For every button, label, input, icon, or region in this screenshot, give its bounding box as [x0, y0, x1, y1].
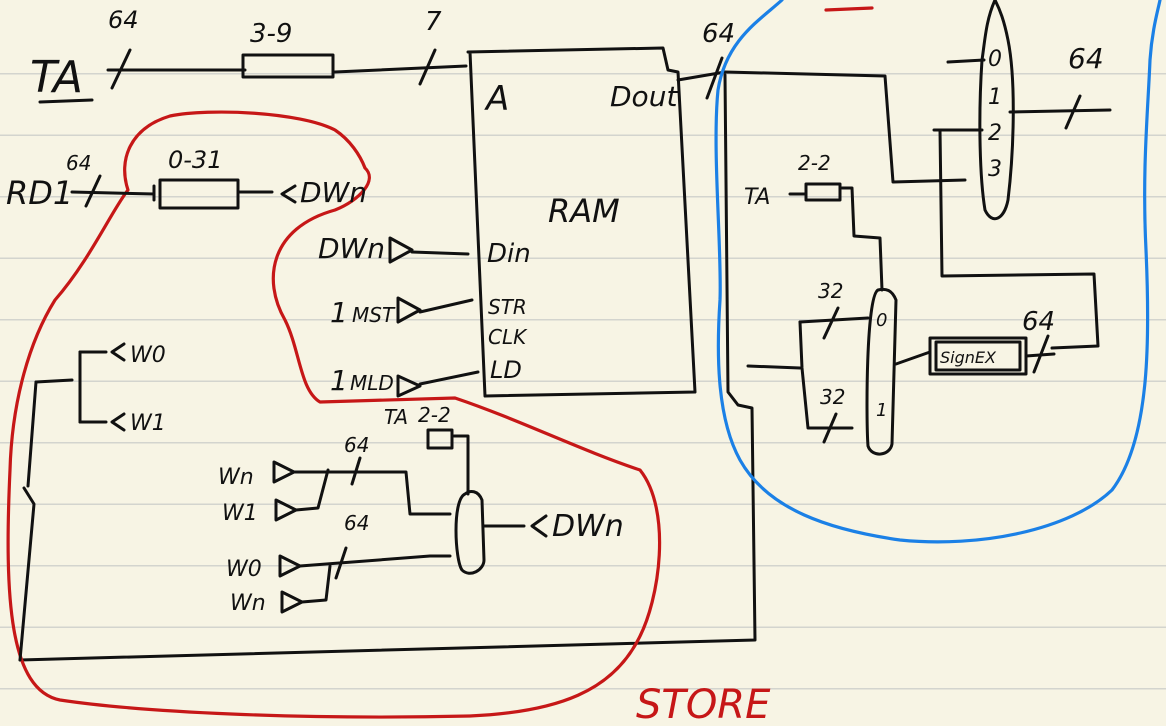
dwn-mux-output: DWn: [552, 509, 624, 544]
rd1-slice: RD1 64 0-31 DWn: [6, 146, 367, 212]
dwn-input-label: DWn: [318, 232, 385, 265]
width-64-upper: 64: [344, 433, 369, 457]
width-64-lower: 64: [344, 511, 369, 535]
mux-input-1: 1: [988, 85, 1002, 110]
input-w0: W0: [226, 557, 262, 582]
sign-extend-path: TA 2-2 0 1 32 32 SignEX 64: [744, 151, 1056, 456]
load-mux: 0 1 2 3 64: [932, 0, 1112, 350]
store-label: STORE: [636, 682, 771, 726]
load-region: [714, 0, 1162, 544]
width-64-dout: 64: [702, 19, 735, 49]
w-outputs: W0 W1: [18, 342, 166, 662]
mux-input-0: 0: [988, 47, 1002, 72]
input-wn-1: Wn: [218, 465, 254, 490]
ram-title: RAM: [548, 192, 620, 230]
ram-address-port: A: [484, 79, 509, 119]
ta-label: TA: [30, 52, 83, 103]
width-64-rd1: 64: [66, 151, 91, 175]
ta-store-label: TA: [384, 405, 408, 429]
load-ta-label: TA: [744, 185, 770, 210]
w1-output-label: W1: [130, 411, 166, 436]
store-region: STORE: [6, 110, 771, 726]
ta-underline: [38, 98, 94, 104]
ram-str-port: STR: [488, 295, 527, 319]
slice-2-2-load: 2-2: [798, 151, 831, 175]
ram-block: A Dout RAM Din STR CLK LD: [466, 46, 697, 398]
dwn-output-label: DWn: [300, 176, 367, 209]
mux-input-3: 3: [988, 157, 1002, 182]
ram-clk-port: CLK: [488, 325, 528, 349]
slice-3-9-label: 3-9: [250, 19, 292, 49]
width-7-label: 7: [425, 7, 442, 37]
input-w1: W1: [222, 501, 258, 526]
address-path: TA 64 3-9 7: [30, 6, 468, 104]
mux-input-2: 2: [988, 121, 1002, 146]
ram-ld-port: LD: [490, 356, 522, 384]
mst-one: 1: [330, 296, 348, 329]
rd1-label: RD1: [6, 174, 73, 212]
w0-output-label: W0: [130, 343, 166, 368]
width-64-signext: 64: [1022, 307, 1055, 337]
mld-one: 1: [330, 364, 348, 397]
ram-din-port: Din: [487, 239, 531, 269]
mld-label: MLD: [350, 371, 394, 395]
width-64-out: 64: [1068, 42, 1104, 75]
dout-bus: 64: [18, 19, 967, 662]
width-32-top: 32: [818, 279, 843, 303]
ram-inputs: DWn 1 MST 1 MLD: [318, 232, 480, 398]
width-64-top: 64: [108, 6, 139, 34]
mux2-input-0: 0: [876, 310, 887, 331]
input-wn-2: Wn: [230, 591, 266, 616]
mux2-input-1: 1: [876, 400, 887, 421]
ram-dout-port: Dout: [610, 80, 678, 113]
width-32-bottom: 32: [820, 385, 845, 409]
mst-label: MST: [352, 303, 396, 327]
sign-extend-label: SignEX: [940, 348, 997, 367]
slice-2-2-store: 2-2: [418, 403, 451, 427]
slice-0-31-label: 0-31: [168, 146, 222, 174]
store-mux: TA 2-2 64 64 Wn W1 W0 Wn DWn: [218, 403, 624, 616]
